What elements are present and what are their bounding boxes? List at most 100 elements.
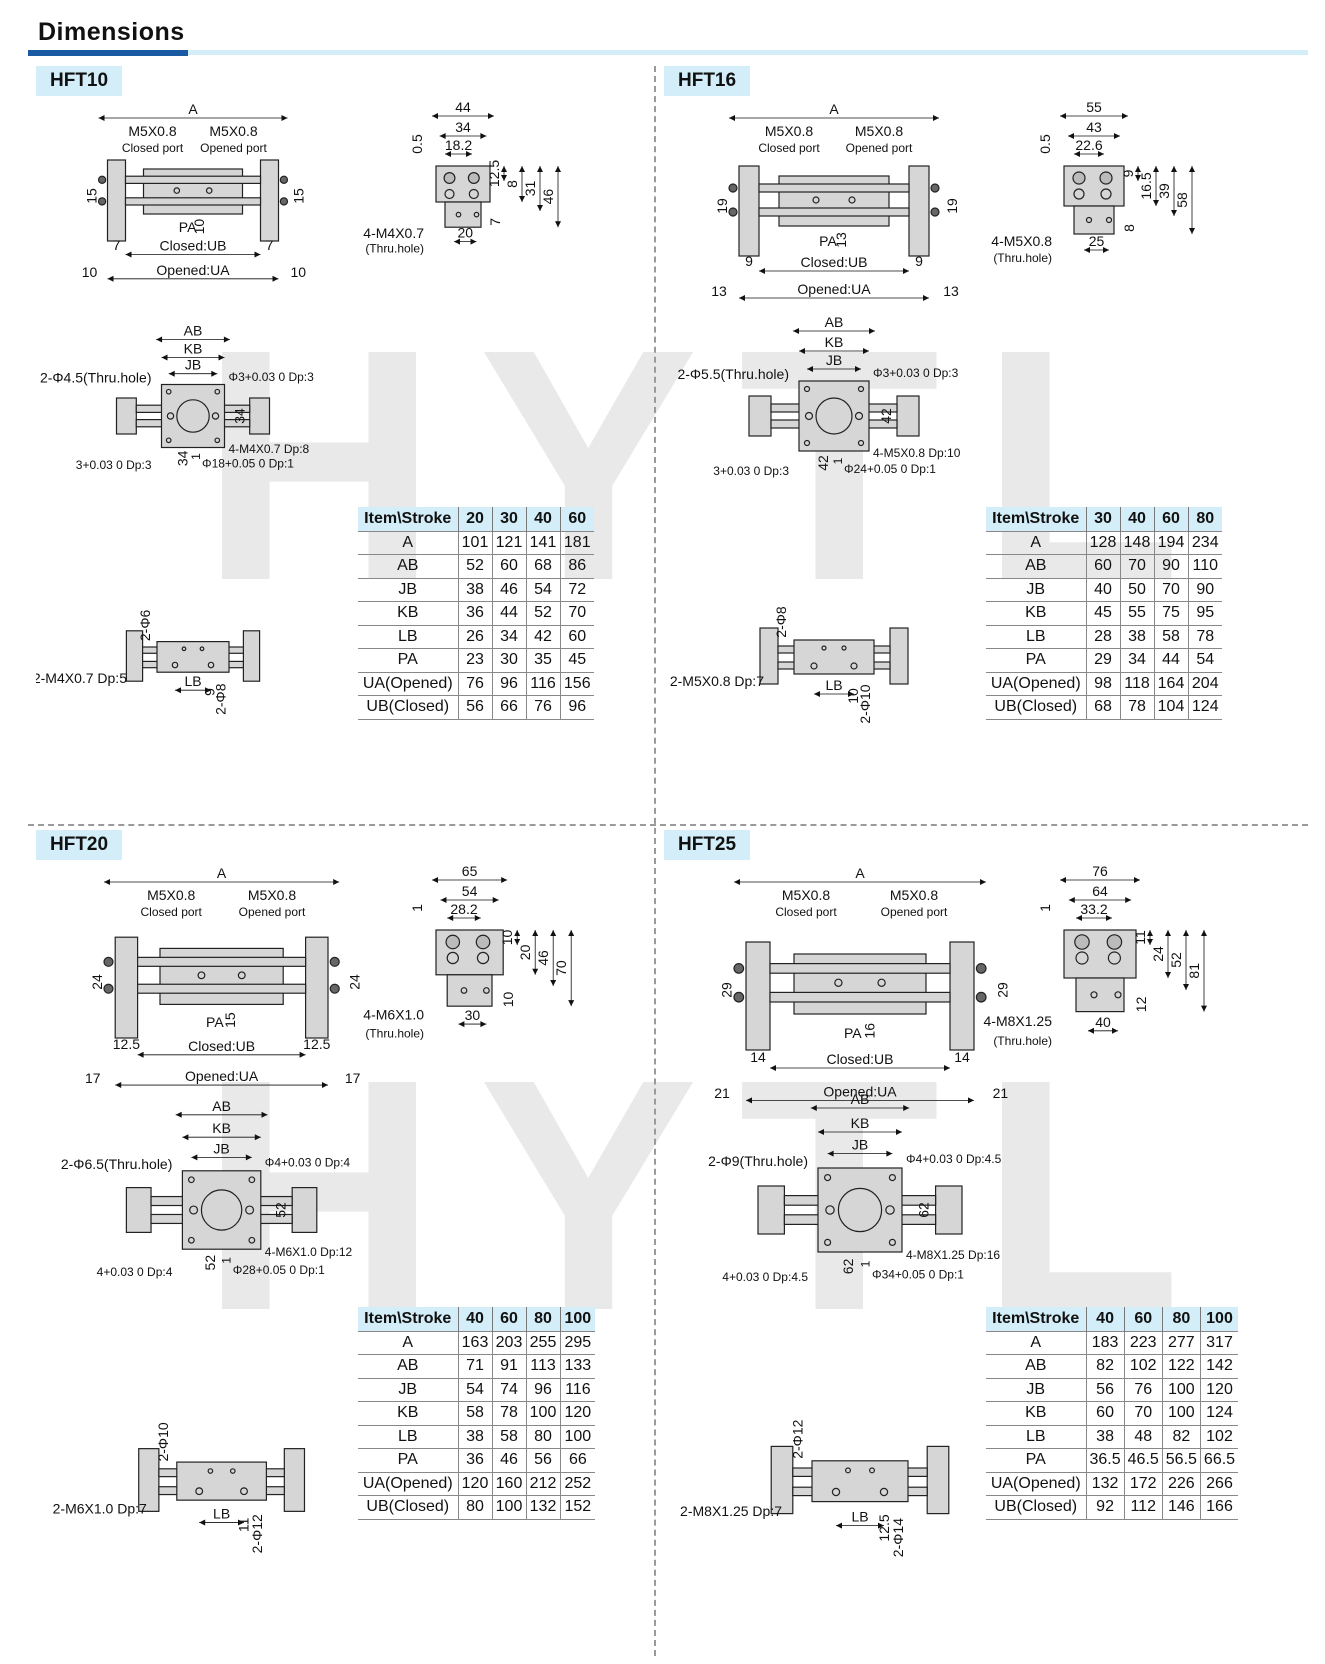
right-jaw-bottom (889, 627, 909, 685)
side-dim-lower: 12 (1133, 996, 1149, 1012)
header-item-stroke: Item\Stroke (986, 507, 1086, 531)
rod-end-cap (329, 983, 340, 994)
side-dim-hole-pitch: 64 (1092, 883, 1108, 899)
tap-hole (824, 1238, 832, 1246)
row-value: 70 (1123, 1401, 1163, 1425)
dim-opened-ua: Opened:UA (156, 262, 230, 278)
top-thru-hole: 2-Φ4.5(Thru.hole) (40, 370, 152, 386)
left-jaw-top (748, 395, 772, 437)
guide-rod-bottom (769, 991, 951, 1003)
guide-rod-top (124, 175, 262, 184)
dim-end-right: 10 (291, 264, 307, 280)
bottom-pin-bottom: 2-Φ14 (890, 1518, 906, 1557)
top-view (125, 1170, 318, 1250)
row-value: 183 (1085, 1330, 1125, 1355)
rod-end-cap (103, 983, 114, 994)
header-accent-bar (28, 50, 188, 56)
row-value: 96 (491, 671, 526, 696)
row-value: 172 (1123, 1471, 1163, 1496)
front-view (97, 159, 289, 242)
rod-end-cap (728, 183, 738, 193)
row-item-name: UA(Opened) (986, 671, 1086, 696)
top-view (748, 380, 920, 452)
row-value: 91 (491, 1354, 526, 1378)
rod-end-cap (279, 175, 289, 185)
thru-hole-1 (460, 987, 468, 994)
row-value: 45 (559, 648, 594, 672)
dim-height-right: 24 (346, 974, 362, 990)
dim-opened-ua: Opened:UA (185, 1068, 259, 1084)
row-value: 317 (1199, 1330, 1239, 1355)
side-dim-hole-pitch: 54 (462, 883, 478, 899)
side-dim-top: 10 (499, 930, 515, 946)
front-view (733, 941, 987, 1051)
top-tap-holes: 4-M8X1.25 Dp:16 (906, 1248, 1000, 1262)
guide-rod-top (758, 183, 910, 193)
center-bore (837, 1187, 883, 1233)
right-jaw-bottom (283, 1448, 306, 1512)
thru-hole-2 (473, 211, 480, 218)
port-fitting-2 (467, 171, 480, 184)
closed-port-label: Closed port (758, 141, 820, 155)
top-pin-hole-2: 3+0.03 0 Dp:3 (713, 464, 789, 478)
rod-end-cap (930, 207, 940, 217)
row-value: 82 (1085, 1354, 1125, 1378)
side-dim-thru-pitch: 30 (465, 1007, 481, 1023)
pin-hole (869, 1467, 876, 1474)
tap-hole (248, 1176, 256, 1184)
row-value: 148 (1119, 530, 1154, 555)
bottom-dim-edge: 9 (202, 688, 218, 696)
row-value: 112 (1123, 1495, 1163, 1520)
row-value: 66 (491, 695, 526, 720)
row-item-name: AB (986, 554, 1086, 578)
side-dim-width: 44 (455, 99, 471, 115)
row-item-name: PA (358, 648, 458, 672)
page-title: Dimensions (38, 18, 185, 46)
row-value: 142 (1199, 1354, 1239, 1378)
row-item-name: A (986, 530, 1086, 555)
header-stroke-value: 20 (457, 507, 492, 531)
row-item-name: JB (358, 1377, 458, 1402)
row-value: 60 (491, 554, 526, 578)
side-thru-tap: 4-M6X1.0 (363, 1007, 424, 1023)
bottom-pin-top: 2-Φ10 (155, 1422, 171, 1461)
bottom-body (176, 1461, 268, 1501)
row-value: 38 (457, 1424, 492, 1449)
bottom-tap-hole (810, 662, 818, 670)
row-value: 102 (1199, 1424, 1239, 1449)
row-value: 204 (1187, 671, 1222, 696)
dim-edge-left: 9 (745, 253, 753, 269)
row-value: 60 (1085, 554, 1120, 578)
row-value: 40 (1085, 577, 1120, 602)
tap-hole (165, 437, 172, 444)
row-value: 48 (1123, 1424, 1163, 1449)
guide-rod-bottom (124, 197, 262, 206)
dim-a: A (855, 865, 865, 881)
top-pin-hole: Φ4+0.03 0 Dp:4.5 (906, 1152, 1002, 1166)
right-jaw (949, 941, 975, 1051)
tap-hole (824, 1174, 832, 1182)
row-value: 194 (1153, 530, 1188, 555)
side-thru-note: (Thru.hole) (365, 241, 424, 255)
side-dim-lower: 8 (1121, 224, 1137, 232)
dim-end-left: 17 (85, 1070, 101, 1086)
mount-hole-2 (1100, 188, 1112, 200)
side-dim-body: 46 (535, 950, 551, 966)
closed-port-label: Closed port (141, 905, 203, 919)
rod-end-cap (329, 956, 340, 967)
closed-port-label: Closed port (122, 141, 184, 155)
row-value: 66 (559, 1448, 596, 1472)
top-center-bore: Φ24+0.05 0 Dp:1 (844, 462, 936, 476)
bottom-tap-hole (171, 661, 179, 669)
right-jaw-top (291, 1187, 318, 1234)
pin-hole (845, 1467, 852, 1474)
